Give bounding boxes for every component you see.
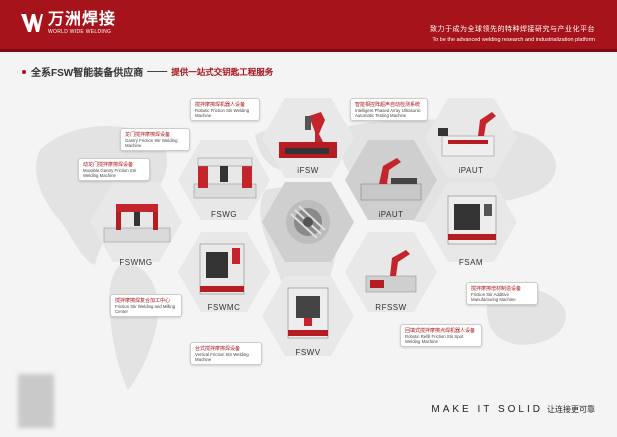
section-title: 全系FSW智能装备供应商 —— 提供一站式交钥匙工程服务	[22, 64, 273, 79]
callout-rfssw: 回填式搅拌摩擦点焊机器人设备 Robotic Refill Friction S…	[400, 324, 482, 348]
footer-slogan: MAKE IT SOLID 让连接更可靠	[431, 404, 595, 415]
callout-en: Gantry Friction Stir Welding Machine	[125, 138, 178, 149]
ifsw-robot-image	[279, 112, 337, 158]
ipaut-station-image	[438, 112, 496, 157]
callout-fswv: 台式搅拌摩擦焊设备 Vertical Friction Stir Welding…	[190, 342, 262, 366]
callout-cn: 台式搅拌摩擦焊设备	[195, 346, 241, 352]
brand-name-en: WORLD WIDE WELDING	[48, 28, 112, 35]
callout-en: Robotic Friction Stir Welding Machine	[195, 108, 250, 119]
callout-cn: 智能相控阵超声自动检测系统	[355, 102, 421, 108]
callout-fswg: 龙门搅拌摩擦焊设备 Gantry Friction Stir Welding M…	[120, 128, 190, 152]
callout-en: Friction Stir Additive Manufacturing Mac…	[471, 292, 516, 303]
callout-en: Friction Stir Welding and Milling Center	[115, 304, 176, 315]
tagline-cn: 致力于成为全球领先的特种焊接研究与产业化平台	[430, 26, 595, 33]
callout-ifsw: 搅拌摩擦焊机器人设备 Robotic Friction Stir Welding…	[190, 98, 260, 122]
center-tool-image	[286, 200, 330, 244]
product-code: FSWMC	[207, 303, 241, 312]
callout-cn: 龙门搅拌摩擦焊设备	[125, 132, 171, 138]
product-code: iPAUT	[458, 166, 484, 175]
product-code: FSWV	[295, 348, 321, 357]
hex-ifsw	[262, 98, 354, 178]
callout-en: Vertical Friction Stir Welding Machine	[195, 352, 249, 363]
product-code: FSWG	[211, 210, 237, 219]
callout-ipaut: 智能相控阵超声自动检测系统 Intelligent Phased Array U…	[350, 98, 428, 122]
callout-cn: 搅拌摩擦增材制造设备	[471, 286, 522, 292]
section-title-dash: ——	[147, 66, 168, 77]
section-title-text: 全系FSW智能装备供应商	[31, 68, 144, 79]
callout-en: Intelligent Phased Array Ultrasonic Auto…	[355, 108, 421, 119]
product-code: RFSSW	[375, 303, 407, 312]
fswmc-machine-image	[199, 243, 245, 295]
product-code: iFSW	[297, 166, 319, 175]
tagline-en: To be the advanced welding research and …	[432, 37, 595, 43]
slogan-en: MAKE IT SOLID	[431, 404, 543, 415]
brand-name-cn: 万洲焊接	[48, 10, 117, 28]
product-code: iPAUT	[378, 210, 404, 219]
callout-cn: 回填式搅拌摩擦点焊机器人设备	[405, 328, 476, 334]
callout-fsam: 搅拌摩擦增材制造设备 Friction Stir Additive Manufa…	[466, 282, 538, 306]
slogan-cn: 让连接更可靠	[547, 405, 595, 414]
callout-cn: 搅拌摩擦焊机器人设备	[195, 102, 246, 108]
header-banner: 万洲焊接 WORLD WIDE WELDING 致力于成为全球领先的特种焊接研究…	[0, 0, 617, 49]
callout-fswmc: 搅拌摩擦焊复合加工中心 Friction Stir Welding and Mi…	[110, 294, 182, 318]
brand-tagline: 致力于成为全球领先的特种焊接研究与产业化平台 To be the advance…	[430, 24, 595, 43]
bullet-icon	[22, 69, 26, 74]
product-code: FSWMG	[119, 258, 153, 267]
callout-fswmg: 动龙门搅拌摩擦焊设备 Movable Gantry Friction Stir …	[78, 158, 150, 182]
product-code: FSAM	[458, 258, 484, 267]
callout-cn: 动龙门搅拌摩擦焊设备	[83, 162, 134, 168]
callout-en: Movable Gantry Friction Stir Welding Mac…	[83, 168, 137, 179]
section-subtitle: 提供一站式交钥匙工程服务	[171, 66, 274, 77]
fswg-gantry-image	[193, 157, 257, 199]
fswmg-gantry-image	[103, 204, 171, 243]
rfssw-robot-image	[365, 250, 417, 293]
fsam-machine-image	[447, 195, 497, 245]
logo-icon	[21, 14, 43, 32]
blurred-watermark	[18, 374, 54, 428]
brand-logo: 万洲焊接 WORLD WIDE WELDING	[20, 10, 116, 36]
callout-cn: 搅拌摩擦焊复合加工中心	[115, 298, 171, 304]
ipaut-robot-image	[360, 158, 422, 201]
fswv-machine-image	[287, 287, 329, 339]
header-stripe	[0, 49, 617, 52]
callout-en: Robotic Refill Friction Stir Spot Weldin…	[405, 334, 464, 345]
